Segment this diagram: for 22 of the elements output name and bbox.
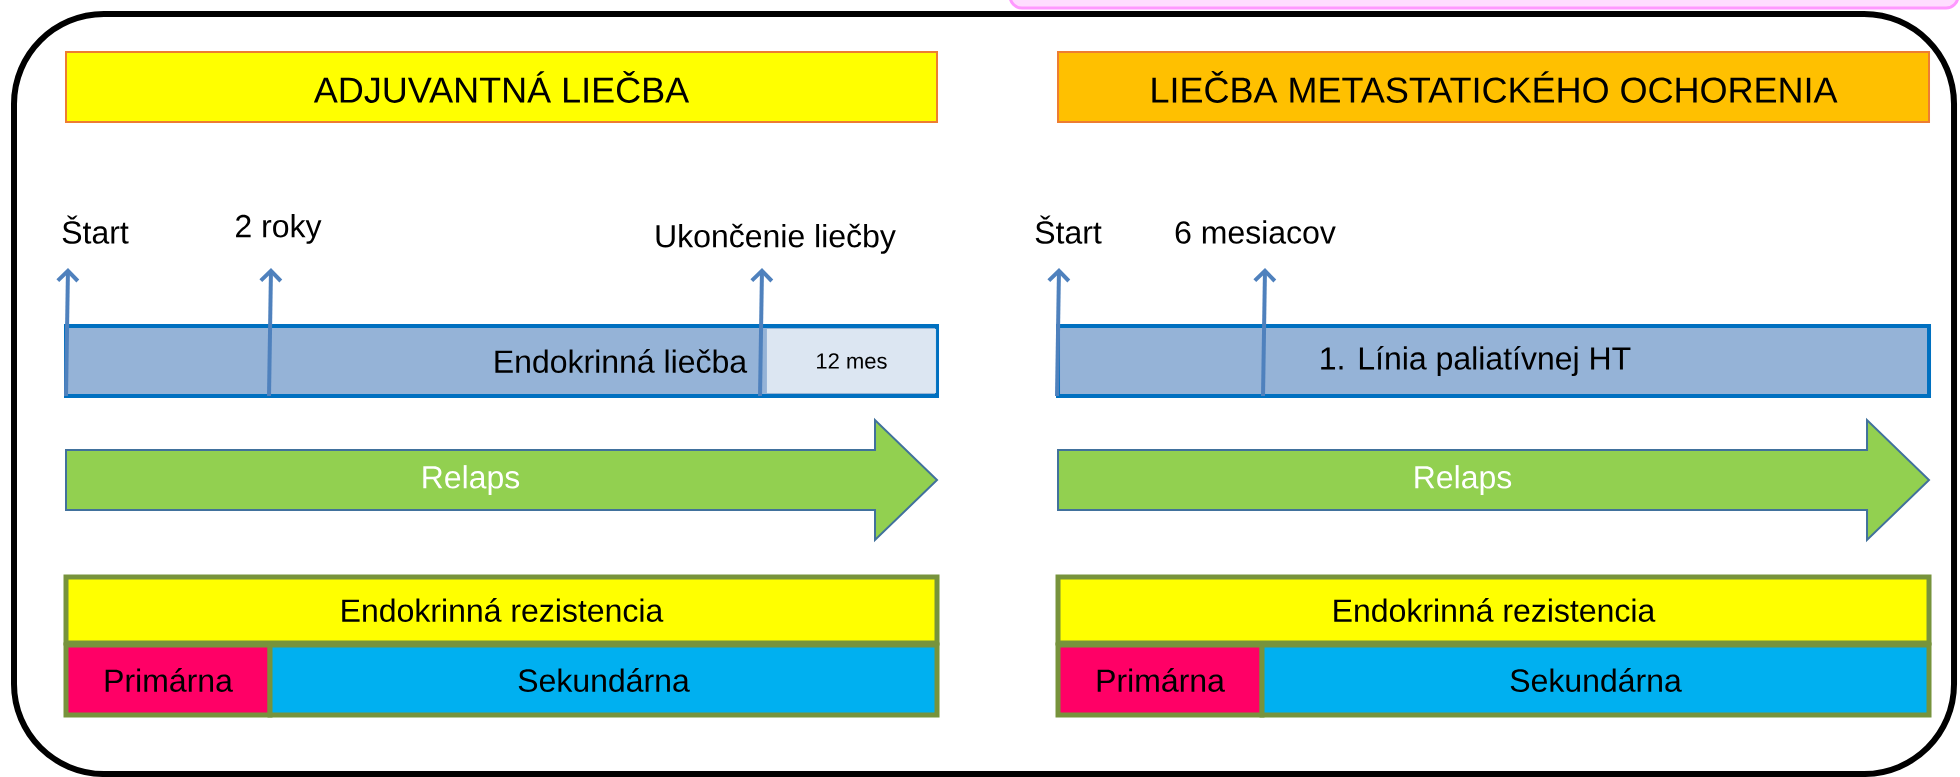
arrow	[259, 268, 283, 397]
arrow	[750, 268, 774, 397]
time-label: Štart	[1035, 215, 1102, 244]
time-label: Štart	[62, 215, 129, 244]
pointed-banner: Relaps	[65, 417, 939, 543]
arrow	[1047, 268, 1071, 397]
time-label: 6 mesiacov	[1175, 220, 1336, 244]
time-label: Ukončenie liečby	[656, 223, 896, 254]
band: Endokrinná rezistencia	[63, 574, 940, 646]
cell: Sekundárna	[267, 642, 940, 718]
cell: 12 mes	[766, 328, 936, 394]
cell: Primárna	[1055, 642, 1265, 718]
cell: Primárna	[63, 642, 273, 718]
arrow	[56, 268, 80, 397]
header-banner: LIEČBA METASTATICKÉHO OCHORENIA	[1057, 51, 1930, 123]
arrow	[1253, 268, 1277, 397]
time-label: 2 roky	[236, 214, 322, 244]
timeline-bar: 1. Línia paliatívnej HT	[1056, 324, 1931, 398]
cell: Sekundárna	[1259, 642, 1932, 718]
band: Endokrinná rezistencia	[1055, 574, 1932, 646]
pointed-banner: Relaps	[1057, 417, 1931, 543]
header-banner: ADJUVANTNÁ LIEČBA	[65, 51, 938, 123]
